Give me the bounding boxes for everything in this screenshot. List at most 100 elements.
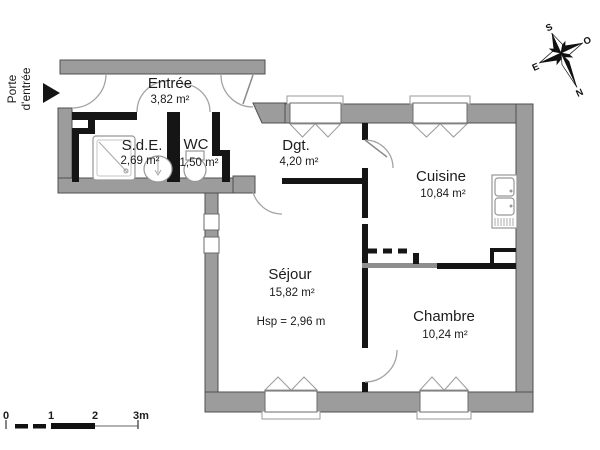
iwall-partition-a bbox=[362, 123, 368, 140]
window-dgt bbox=[286, 95, 344, 138]
entry-annotation: Porte d'entrée bbox=[5, 67, 60, 111]
sink-drain-2 bbox=[509, 204, 513, 208]
iwall-duct-v bbox=[88, 118, 95, 132]
kitchen-sink-icon bbox=[491, 174, 518, 229]
iwall-partition-b bbox=[362, 168, 368, 218]
room-label-cuisine: Cuisine bbox=[416, 168, 466, 185]
room-area-wc: 1,50 m² bbox=[180, 157, 219, 169]
scale-label-0: 0 bbox=[3, 410, 9, 422]
wall-entree-north bbox=[59, 59, 266, 75]
window-opening bbox=[289, 102, 342, 124]
room-area-cuisine: 10,84 m² bbox=[420, 188, 466, 200]
room-label-chambre: Chambre bbox=[413, 308, 475, 325]
room-label-dgt: Dgt. bbox=[282, 137, 310, 154]
iwall-wc-east-step bbox=[212, 150, 230, 156]
window-opening bbox=[419, 390, 469, 413]
iwall-sejour-north bbox=[282, 178, 365, 184]
compass-ray-o-white bbox=[559, 42, 583, 55]
iwall-wc-east-top bbox=[212, 112, 220, 156]
window-casement-icon bbox=[411, 123, 469, 138]
wall-south-a bbox=[204, 391, 266, 413]
scale-label-3m: 3m bbox=[133, 410, 149, 422]
window-sejour-west-1 bbox=[203, 213, 220, 231]
shower-icon bbox=[92, 135, 136, 181]
compass-ray-s-white bbox=[551, 32, 563, 55]
cuisine-door-arc bbox=[364, 139, 394, 169]
scale-label-2: 2 bbox=[92, 410, 98, 422]
window-casement-icon bbox=[418, 376, 470, 391]
sde-door-arc bbox=[136, 80, 169, 113]
iwall-wc-east-bottom bbox=[222, 150, 230, 182]
scale-bar: 0 1 2 3m bbox=[3, 410, 149, 429]
room-area-dgt: 4,20 m² bbox=[280, 156, 319, 168]
room-area-sejour: 15,82 m² bbox=[269, 287, 315, 299]
iwall-chambre-north-right bbox=[437, 263, 516, 269]
room-labels: Entrée 3,82 m² S.d.E. 2,69 m² WC 1,50 m²… bbox=[121, 75, 475, 341]
window-chambre-south bbox=[416, 376, 472, 420]
fixtures bbox=[92, 135, 518, 229]
scale-label-1: 1 bbox=[48, 410, 54, 422]
room-label-entree: Entrée bbox=[148, 75, 192, 92]
wall-south-b bbox=[316, 391, 421, 413]
shower-diagonal bbox=[98, 141, 128, 173]
compass-ray-n-white bbox=[560, 52, 578, 88]
iwall-sde-west bbox=[72, 132, 79, 182]
toilet-bowl bbox=[183, 157, 207, 183]
washbasin-icon bbox=[143, 155, 173, 183]
sink-basin-1 bbox=[494, 177, 515, 197]
shower-inner bbox=[96, 139, 132, 177]
shower-drain bbox=[123, 168, 129, 174]
entry-door-arc bbox=[71, 73, 107, 109]
entry-label-line2: d'entrée bbox=[19, 67, 33, 110]
entree-corner-door-arc bbox=[220, 74, 254, 108]
iwall-partition-d bbox=[362, 382, 368, 392]
entry-arrow-icon bbox=[43, 83, 60, 103]
chambre-door-arc bbox=[364, 349, 398, 383]
wall-angled-piece bbox=[252, 102, 289, 124]
window-casement-icon bbox=[263, 376, 319, 391]
window-opening bbox=[412, 102, 468, 124]
wall-north-b bbox=[340, 103, 414, 124]
iwall-closet-stub bbox=[413, 253, 419, 264]
toilet-icon bbox=[183, 150, 207, 183]
interior-walls bbox=[72, 112, 516, 392]
room-label-sejour: Séjour bbox=[268, 266, 311, 283]
room-area-entree: 3,82 m² bbox=[151, 94, 190, 106]
entree-corner-door-leaf bbox=[242, 74, 254, 105]
window-casement-icon bbox=[288, 123, 342, 138]
wall-south-c bbox=[467, 391, 534, 413]
room-label-sde: S.d.E. bbox=[122, 137, 163, 154]
wall-junction-block bbox=[232, 175, 256, 194]
compass-ray-e-white bbox=[539, 51, 563, 64]
room-area-sde: 2,69 m² bbox=[121, 155, 160, 167]
window-opening bbox=[264, 390, 318, 413]
compass-label-e: E bbox=[531, 61, 541, 74]
room-area-chambre: 10,24 m² bbox=[422, 329, 468, 341]
scale-dash-1 bbox=[15, 424, 28, 429]
window-sejour-south bbox=[261, 376, 321, 420]
windows bbox=[203, 95, 472, 420]
compass-label-n: N bbox=[574, 87, 585, 100]
basin-tap bbox=[154, 158, 162, 176]
room-label-wc: WC bbox=[184, 136, 209, 153]
sink-basin-2 bbox=[494, 197, 515, 216]
compass-label-o: O bbox=[582, 35, 593, 48]
doors bbox=[71, 73, 398, 383]
sejour-door-arc bbox=[251, 183, 283, 215]
scale-dash-2 bbox=[33, 424, 46, 429]
iwall-chambre-north-left bbox=[362, 263, 437, 268]
cuisine-door-leaf bbox=[364, 139, 388, 158]
compass-rose-icon: S O E N bbox=[531, 22, 594, 100]
room-note-sejour: Hsp = 2,96 m bbox=[257, 316, 326, 328]
iwall-partition-c bbox=[362, 224, 368, 348]
iwall-duct-h bbox=[72, 128, 95, 134]
iwall-kitchen-niche bbox=[490, 248, 516, 263]
scale-solid-segment bbox=[51, 423, 95, 429]
exterior-walls bbox=[57, 59, 534, 413]
window-sejour-west-2 bbox=[203, 236, 220, 254]
sink-drainer-hatch bbox=[494, 218, 514, 226]
wc-door-arc bbox=[181, 83, 211, 113]
wall-east bbox=[515, 103, 534, 413]
